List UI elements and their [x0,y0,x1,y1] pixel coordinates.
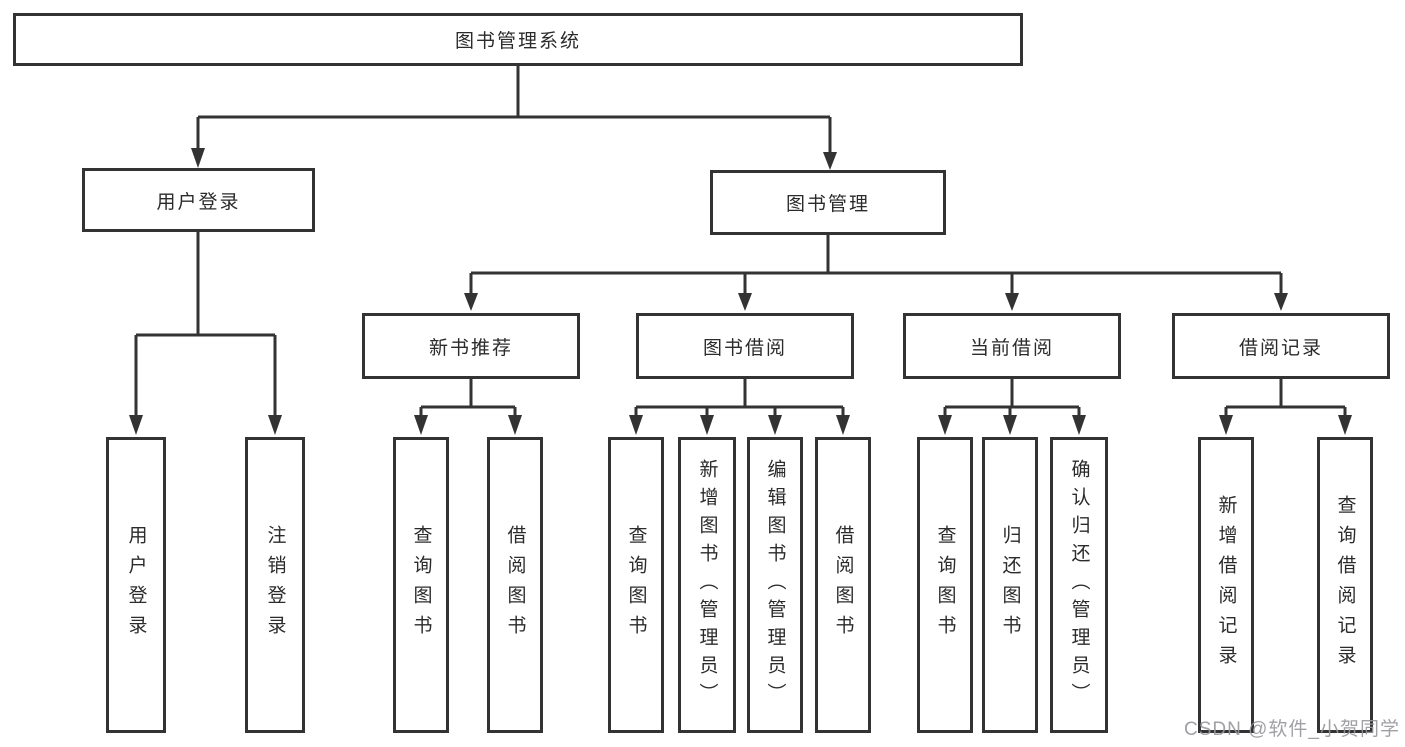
leaf-return-books: 归还图书 [982,437,1038,733]
arrowheads [129,148,1352,435]
leaf-query-books-recommend: 查询图书 [393,437,449,733]
leaf-logout: 注销登录 [245,437,305,733]
leaf-label: 用户登录 [125,525,147,645]
node-library-management-system: 图书管理系统 [13,13,1023,66]
leaf-label: 新增借阅记录 [1215,495,1237,675]
leaf-query-books-borrowing: 查询图书 [608,437,664,733]
node-current-borrowing: 当前借阅 [903,313,1121,379]
leaf-label: 新增图书（管理员） [696,459,718,711]
leaf-label: 查询图书 [934,525,956,645]
leaf-label: 查询图书 [410,525,432,645]
leaf-label: 注销登录 [264,525,286,645]
leaf-edit-books-admin: 编辑图书（管理员） [747,437,803,733]
node-user-login: 用户登录 [82,168,315,232]
leaf-label: 查询借阅记录 [1334,495,1356,675]
leaf-user-login: 用户登录 [106,437,166,733]
leaf-label: 确认归还（管理员） [1068,459,1090,711]
leaf-label: 查询图书 [625,525,647,645]
node-borrowing-records: 借阅记录 [1172,313,1390,379]
node-book-borrowing: 图书借阅 [636,313,854,379]
leaf-label: 借阅图书 [832,525,854,645]
leaf-query-borrow-record: 查询借阅记录 [1317,437,1373,733]
leaf-label: 编辑图书（管理员） [764,459,786,711]
leaf-label: 借阅图书 [504,525,526,645]
csdn-watermark: CSDN @软件_小贺同学 [1184,719,1400,740]
node-new-book-recommendation: 新书推荐 [362,313,580,379]
leaf-borrow-books-recommend: 借阅图书 [487,437,543,733]
leaf-query-books-current: 查询图书 [917,437,973,733]
leaf-borrow-books-borrowing: 借阅图书 [815,437,871,733]
node-book-management: 图书管理 [710,170,946,235]
leaf-add-books-admin: 新增图书（管理员） [678,437,736,733]
leaf-label: 归还图书 [999,525,1021,645]
leaf-add-borrow-record: 新增借阅记录 [1198,437,1254,733]
leaf-confirm-return-admin: 确认归还（管理员） [1050,437,1108,733]
